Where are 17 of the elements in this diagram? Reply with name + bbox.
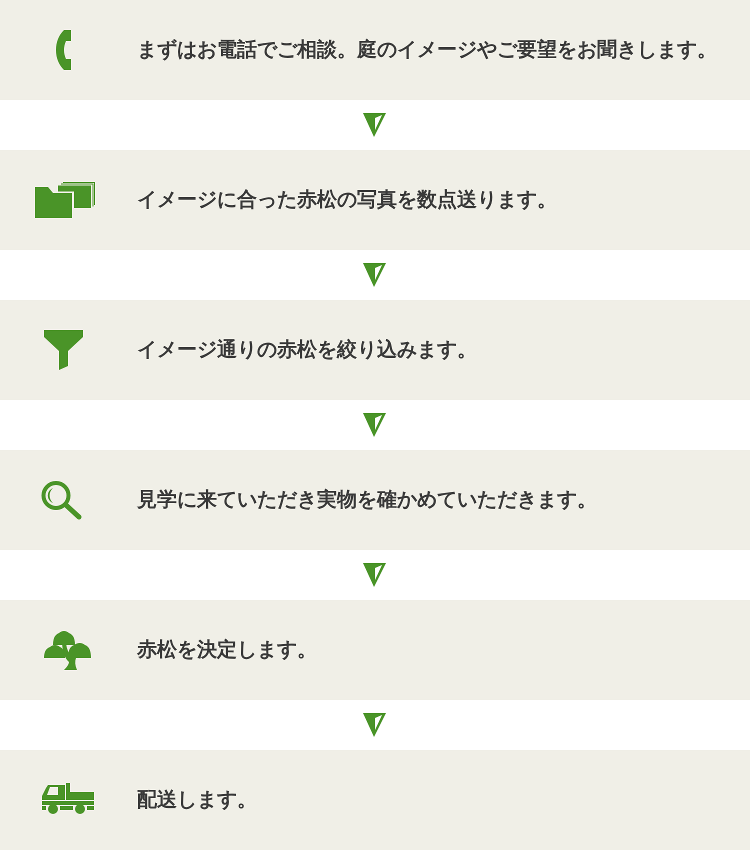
arrow: [363, 263, 386, 287]
step-text: 赤松を決定します。: [137, 638, 317, 663]
arrow: [363, 563, 386, 587]
step-band: [0, 0, 750, 100]
step-text: 見学に来ていただき実物を確かめていただきます。: [137, 488, 597, 513]
arrow: [363, 113, 386, 137]
step-band: [0, 300, 750, 400]
arrow: [363, 413, 386, 437]
step-text: 配送します。: [137, 788, 257, 813]
step-text: イメージに合った赤松の写真を数点送ります。: [137, 188, 557, 213]
step-band: [0, 150, 750, 250]
step-band: [0, 600, 750, 700]
step-text: イメージ通りの赤松を絞り込みます。: [137, 338, 477, 363]
arrow: [363, 713, 386, 737]
step-band: [0, 750, 750, 850]
step-text: まずはお電話でご相談。庭のイメージやご要望をお聞きします。: [137, 38, 717, 63]
step-band: [0, 450, 750, 550]
